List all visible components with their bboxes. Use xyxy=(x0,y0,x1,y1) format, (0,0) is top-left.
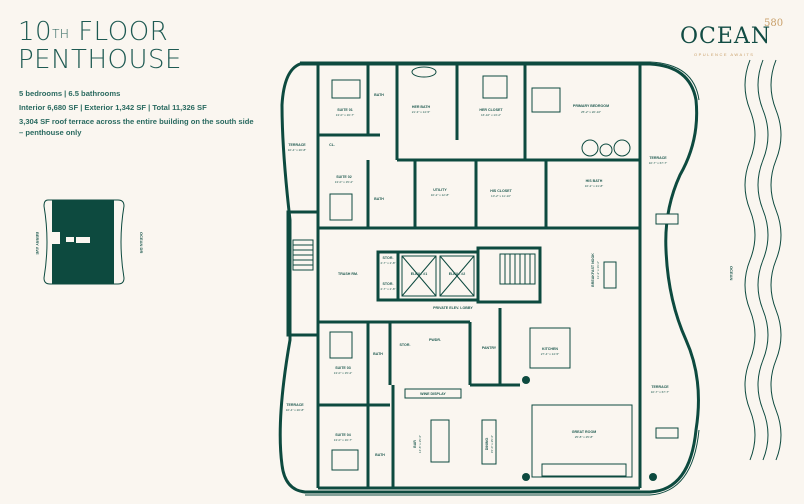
room-label: BATH xyxy=(374,93,384,97)
room-label: HIS BATH xyxy=(586,179,603,183)
terrace-lounger-top xyxy=(655,213,679,225)
unit-facts: 5 bedrooms | 6.5 bathrooms Interior 6,68… xyxy=(19,88,259,141)
room-dims: 25'-8" x 25'-8" xyxy=(575,435,593,439)
breakfast-table xyxy=(603,261,617,289)
room-label: BATH xyxy=(374,197,384,201)
key-plan-unit-highlight xyxy=(66,237,74,242)
room-label: PWDR. xyxy=(429,338,441,342)
room-label: BREAKFAST NOOK xyxy=(591,253,595,287)
room-dims: 10'-2" x 11'-10" xyxy=(491,194,511,198)
room-label: TRASH RM. xyxy=(338,272,358,276)
room-label: ELEV - #2 xyxy=(449,272,466,276)
room-label: SUITE 01 xyxy=(337,108,353,112)
room-label: SUITE 02 xyxy=(336,175,352,179)
room-dims: 2'-7" x 2'-8" xyxy=(380,261,395,265)
room-label: BATH xyxy=(375,453,385,457)
room-label: GREAT ROOM xyxy=(572,430,597,434)
ocean-waves xyxy=(744,59,782,461)
room-dims: 13'-0" x 16'-7" xyxy=(336,113,354,117)
room-dims: 13'-0" x 15'-2" xyxy=(334,371,352,375)
room-label: TERRACE xyxy=(286,403,304,407)
room-label: KITCHEN xyxy=(542,347,558,351)
ocean-580-logo: OCEAN 580 OPULENCE AWAITS xyxy=(680,18,784,57)
fact-area: Interior 6,680 SF | Exterior 1,342 SF | … xyxy=(19,103,207,112)
room-dims: 13'-0" x 15'-2" xyxy=(335,180,353,184)
room-dims: 14'-8" x 25'-6" xyxy=(418,435,422,453)
room-label: UTILITY xyxy=(433,188,447,192)
room-label: TERRACE xyxy=(649,156,667,160)
wine-display xyxy=(404,388,462,399)
kitchen-island xyxy=(529,327,571,369)
street-label-ocean-dr: OCEAN DR xyxy=(139,232,144,253)
room-label: DINING xyxy=(485,438,489,451)
room-dims: 13'-0" x 16'-7" xyxy=(334,438,352,442)
room-dims: 16'-2" x 21'-8" xyxy=(585,184,603,188)
street-label-berry-ave: BERRY AVE xyxy=(35,232,40,255)
room-label: BATH xyxy=(373,352,383,356)
room-dims: 10'-7" x 67'-7" xyxy=(649,161,667,165)
room-label: PANTRY xyxy=(482,346,497,350)
room-label: PRIMARY BEDROOM xyxy=(573,104,609,108)
dining-table xyxy=(481,419,497,465)
room-label: WINE DISPLAY xyxy=(420,392,446,396)
room-dims: 16'-10" x 13'-2" xyxy=(481,113,501,117)
room-label: HER CLOSET xyxy=(479,108,503,112)
room-label: HER BATH xyxy=(412,105,431,109)
ocean-label: OCEAN xyxy=(729,266,734,281)
room-dims: 27'-4" x 14'-5" xyxy=(541,352,559,356)
fact-roof-terrace: 3,304 SF roof terrace across the entire … xyxy=(19,117,254,137)
room-label: SUITE 04 xyxy=(335,433,351,437)
bathtub xyxy=(411,66,437,78)
closet-island xyxy=(482,75,508,99)
terrace-lounger-bottom xyxy=(655,427,679,439)
room-labels: SUITE 01 13'-0" x 16'-7" BATH HER BATH 2… xyxy=(286,93,670,457)
elevators xyxy=(401,255,475,297)
title-line-1: 10TH FLOOR xyxy=(18,17,169,47)
room-dims: 10'-7" x 67'-7" xyxy=(651,390,669,394)
bed-primary xyxy=(531,87,561,113)
bed-suite-02 xyxy=(329,193,353,221)
room-dims: 25'-2" x 20'-10" xyxy=(581,110,601,114)
room-label: SUITE 03 xyxy=(335,366,351,370)
room-label: STOR. xyxy=(383,256,394,260)
closet-label: CL. xyxy=(329,143,335,147)
sofa xyxy=(541,463,627,477)
room-dims: 15'-0" x 25'-6" xyxy=(490,435,494,453)
room-label: BAR xyxy=(413,440,417,448)
room-label: ELEV - #1 xyxy=(411,272,428,276)
page-title: 10TH FLOOR PENTHOUSE xyxy=(18,18,182,74)
room-dims: 10'-4" x 20'-8" xyxy=(288,148,306,152)
room-label: PRIVATE ELEV. LOBBY xyxy=(433,306,473,310)
room-label: TERRACE xyxy=(288,143,306,147)
room-dims: 11'-2" x 16'-2" xyxy=(596,261,600,279)
room-dims: 2'-7" x 2'-8" xyxy=(380,287,395,291)
furniture xyxy=(329,66,679,481)
room-dims: 21'-3" x 14'-5" xyxy=(412,110,430,114)
bar-counter xyxy=(430,419,450,463)
fact-bedrooms: 5 bedrooms | 6.5 bathrooms xyxy=(19,89,121,98)
bed-suite-04 xyxy=(331,449,359,471)
room-label: STOR. xyxy=(400,343,411,347)
title-line-2: PENTHOUSE xyxy=(18,45,182,75)
key-plan: BERRY AVE OCEAN DR xyxy=(35,199,144,285)
stairs xyxy=(292,239,536,285)
room-dims: 10'-4" x 20'-8" xyxy=(286,408,304,412)
room-label: TERRACE xyxy=(651,385,669,389)
walls xyxy=(286,64,642,490)
room-dims: 10'-2" x 12'-8" xyxy=(431,193,449,197)
terrace-outline xyxy=(278,62,700,494)
bed-suite-01 xyxy=(331,79,361,99)
room-label: HIS CLOSET xyxy=(490,189,512,193)
room-label: STOR. xyxy=(383,282,394,286)
bed-suite-03 xyxy=(329,331,353,359)
